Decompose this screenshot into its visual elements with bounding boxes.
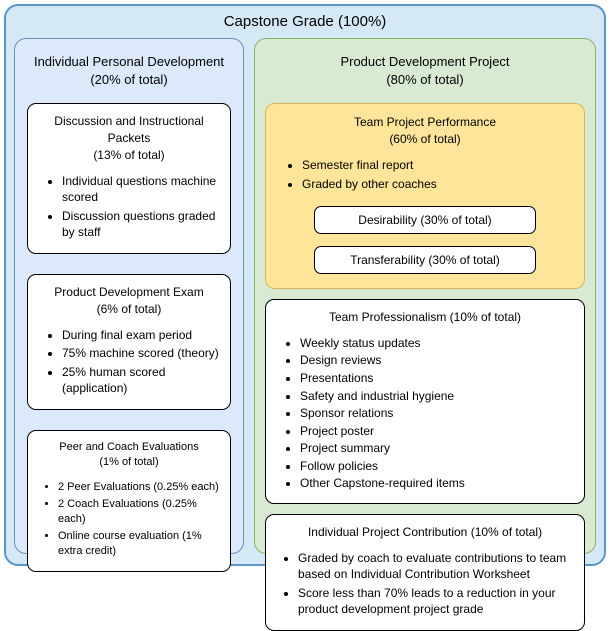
box-subtitle-text: (6% of total) [96,301,162,316]
box-title-text: Team Project Performance [353,115,497,130]
bullet-item: Design reviews [300,352,465,369]
bullet-item: Weekly status updates [300,335,465,352]
right-panel-title-text: Product Development Project [340,54,510,69]
box-title-text: Individual Project Contribution (10% of … [307,524,543,539]
box-individual-project-contribution: Individual Project Contribution (10% of … [265,513,585,631]
diagram-canvas: Capstone Grade (100%) Individual Persona… [0,0,612,572]
left-panel-title-text: Individual Personal Development [33,54,225,69]
bullet-item: Online course evaluation (1% extra credi… [58,529,224,559]
box-team-project-performance: Team Project Performance (60% of total) … [265,103,585,290]
bullet-item: 2 Peer Evaluations (0.25% each) [58,480,224,495]
box-title: Discussion and Instructional Packets (13… [34,113,224,163]
bullet-item: During final exam period [62,327,224,344]
bullet-item: Graded by coach to evaluate contribution… [298,550,578,583]
box-title-text: Product Development Exam [54,284,204,299]
box-title-text: Team Professionalism (10% of total) [328,310,522,325]
box-desirability: Desirability (30% of total) [314,206,536,235]
bullet-list: Weekly status updatesDesign reviewsPrese… [272,335,465,493]
bullet-item: Individual questions machine scored [62,173,224,206]
box-transferability: Transferability (30% of total) [314,246,536,275]
bullet-item: 75% machine scored (theory) [62,345,224,362]
bullet-item: Presentations [300,370,465,387]
panel-product-development-project: Product Development Project (80% of tota… [254,38,596,631]
panel-individual-personal-development: Individual Personal Development (20% of … [14,38,244,573]
bullet-item: Sponsor relations [300,405,465,422]
bullet-list: Individual questions machine scoredDiscu… [34,173,224,241]
bullet-item: 25% human scored (application) [62,364,224,397]
bullet-list: Graded by coach to evaluate contribution… [272,550,578,618]
right-panel-subtitle-text: (80% of total) [386,72,464,88]
bullet-item: Project summary [300,440,465,457]
bullet-list: 2 Peer Evaluations (0.25% each) 2 Coach E… [34,480,224,560]
box-team-professionalism: Team Professionalism (10% of total) Week… [265,299,585,504]
box-title-text: Peer and Coach Evaluations [59,440,199,453]
box-title: Peer and Coach Evaluations (1% of total) [34,440,224,471]
bullet-list: Semester final reportGraded by other coa… [274,157,437,194]
bullet-item: 2 Coach Evaluations (0.25% each) [58,497,224,527]
box-peer-and-coach-evaluations: Peer and Coach Evaluations (1% of total)… [27,429,231,573]
bullet-item: Project poster [300,423,465,440]
box-discussion-and-instructional-packets: Discussion and Instructional Packets (13… [27,103,231,254]
box-product-development-exam: Product Development Exam (6% of total) D… [27,273,231,410]
bullet-item: Semester final report [302,157,437,174]
box-subtitle-text: (13% of total) [93,147,165,162]
bullet-item: Safety and industrial hygiene [300,388,465,405]
box-title-text: Discussion and Instructional Packets [54,114,204,146]
bullet-item: Graded by other coaches [302,176,437,193]
left-panel-title: Individual Personal Development (20% of … [23,53,235,89]
bullet-item: Score less than 70% leads to a reduction… [298,585,578,618]
diagram-title: Capstone Grade (100%) [223,13,387,30]
box-subtitle-text: (1% of total) [99,456,159,469]
box-title: Product Development Exam (6% of total) [34,284,224,318]
bullet-item: Other Capstone-required items [300,475,465,492]
bullet-item: Discussion questions graded by staff [62,208,224,241]
bullet-list: During final exam period75% machine scor… [34,327,224,397]
left-panel-subtitle-text: (20% of total) [90,72,168,88]
box-title: Team Project Performance (60% of total) [274,114,576,148]
right-panel-title: Product Development Project (80% of tota… [263,53,587,89]
bullet-item: Follow policies [300,458,465,475]
capstone-grade-container: Capstone Grade (100%) Individual Persona… [4,4,606,631]
box-subtitle-text: (60% of total) [389,132,461,147]
